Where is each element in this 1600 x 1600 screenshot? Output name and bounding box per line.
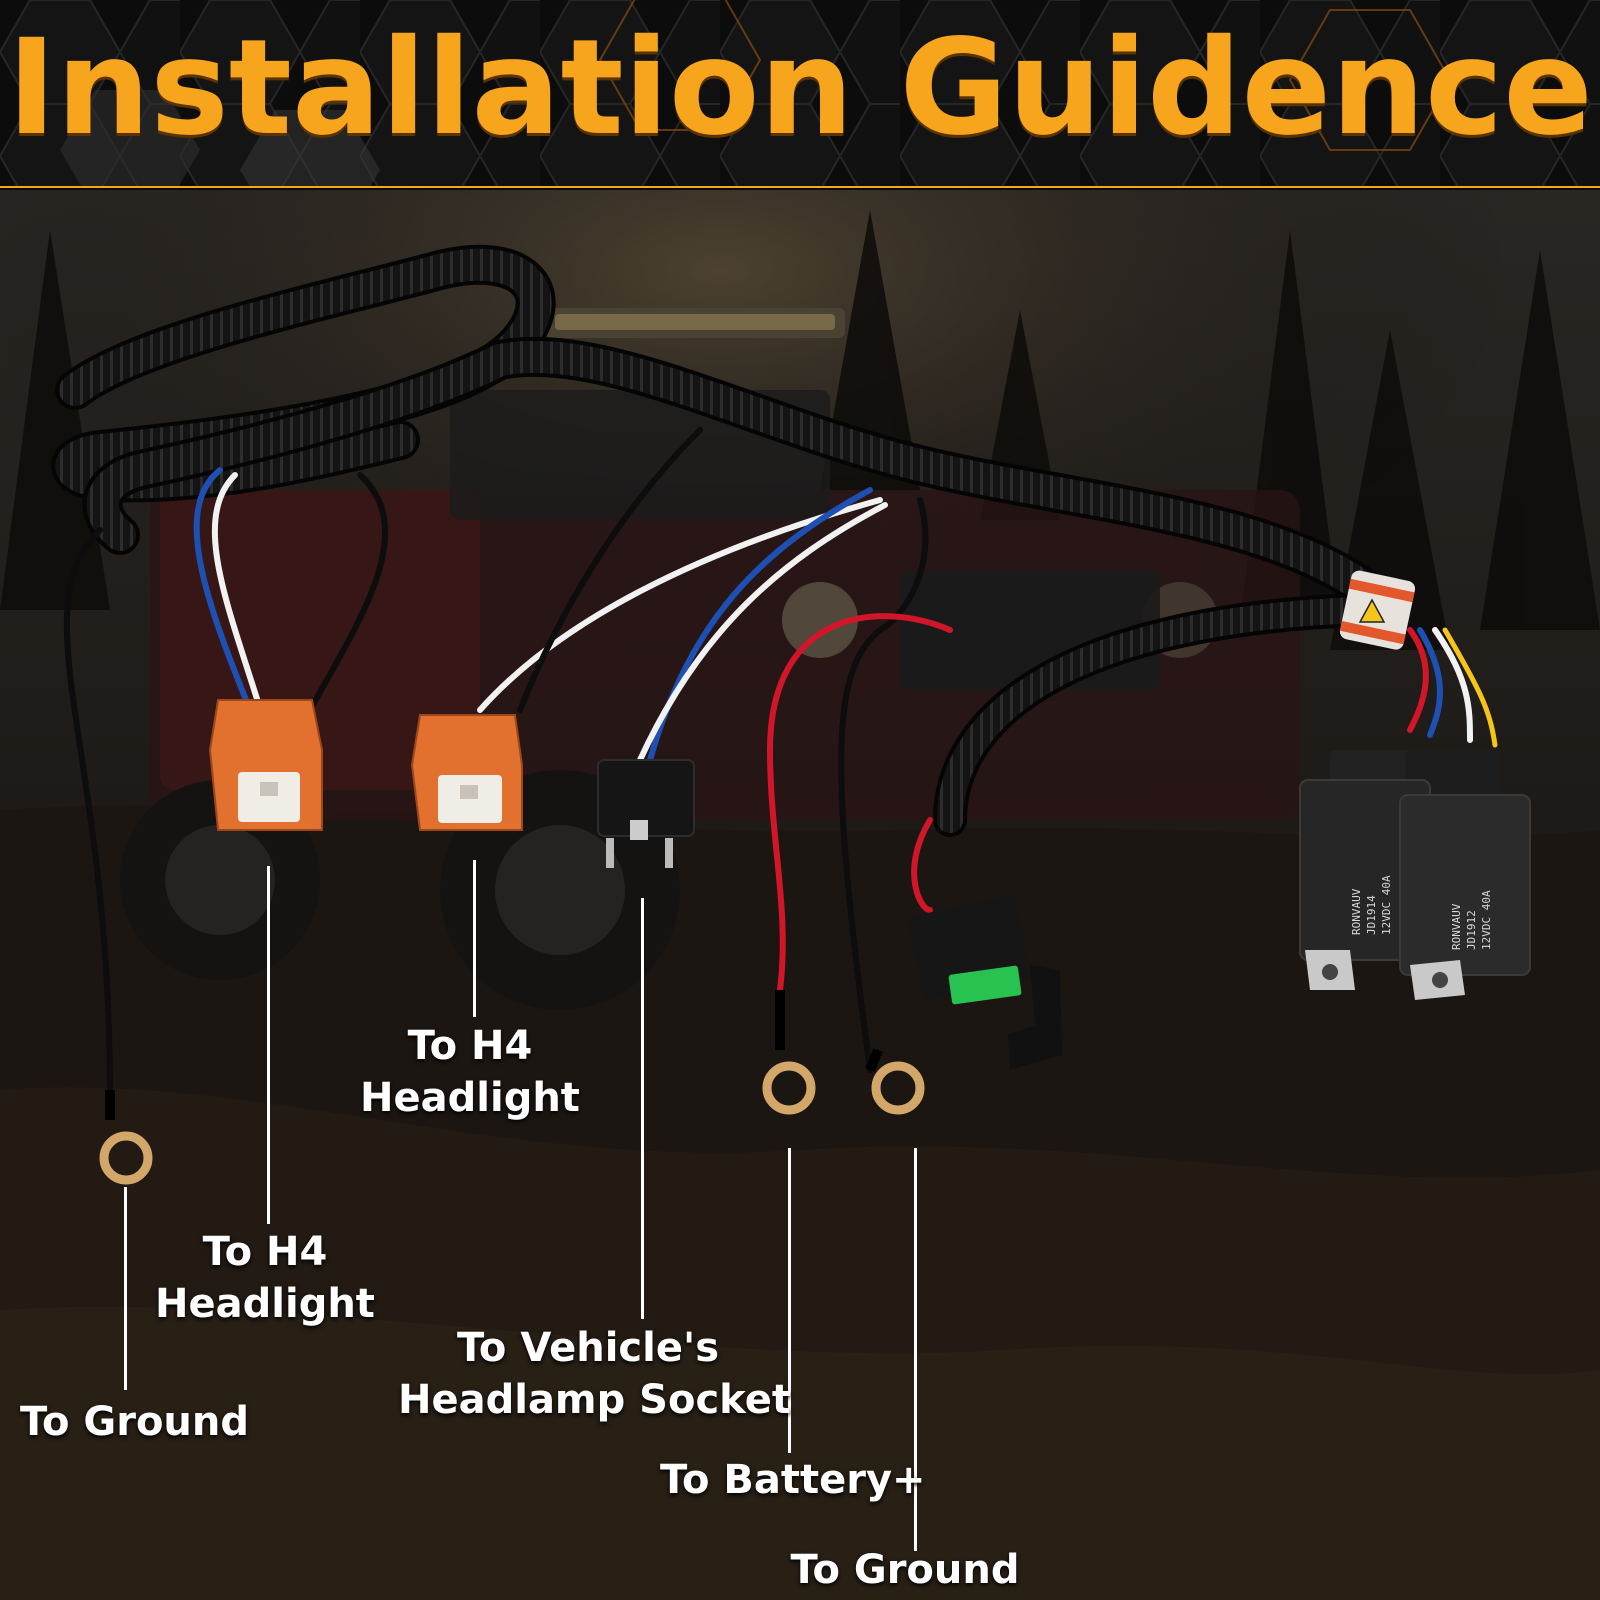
vehicle-headlamp-socket [597,759,695,868]
label-vehicle-headlamp-socket: To Vehicle's Headlamp Socket [398,1325,791,1423]
warning-icon [1358,598,1386,623]
warning-sleeve [1339,570,1416,650]
hexagon-pattern [0,0,1600,188]
header-divider [0,186,1600,188]
page-title: Installation Guidence [7,11,1593,165]
relay-1: RONVAUV JD1914 12VDC 40A [1350,875,1393,935]
corrugated-wire-loom [51,244,1380,837]
label-battery-positive: To Battery+ [660,1457,926,1503]
leader-h4-middle [473,860,476,1017]
relay-block: RONVAUV JD1914 12VDC 40A RONVAUV JD1912 … [1299,750,1531,1000]
ring-terminal-battery [762,990,816,1115]
relay-2-rating: 12VDC 40A [1480,890,1493,950]
wiring-harness-scene: RONVAUV JD1914 12VDC 40A RONVAUV JD1912 … [0,190,1600,1600]
leader-battery [788,1148,791,1453]
relay-2-brand: RONVAUV [1450,903,1463,950]
h4-connector-left [208,699,323,831]
relay-1-rating: 12VDC 40A [1380,875,1393,935]
relay-1-brand: RONVAUV [1350,888,1363,935]
leader-vehicle-socket [641,898,644,1319]
wires [63,427,1498,1093]
ring-terminal-left [99,1090,153,1185]
label-ground-left: To Ground [20,1399,250,1445]
ring-terminal-ground-right [865,1048,925,1115]
label-h4-headlight-middle: To H4 Headlight [360,1023,580,1121]
leader-ground-right [914,1148,917,1551]
fuse-holder [907,895,1062,1070]
header-banner: Installation Guidence [0,0,1600,188]
label-ground-right: To Ground [790,1547,1020,1593]
relay-2-model: JD1912 [1465,910,1478,950]
label-h4-headlight-left: To H4 Headlight [155,1229,375,1327]
relay-2: RONVAUV JD1912 12VDC 40A [1450,890,1493,950]
h4-connector-middle [410,714,523,831]
relay-1-model: JD1914 [1365,895,1378,935]
leader-ground-left [124,1187,127,1390]
leader-h4-left [267,866,270,1224]
